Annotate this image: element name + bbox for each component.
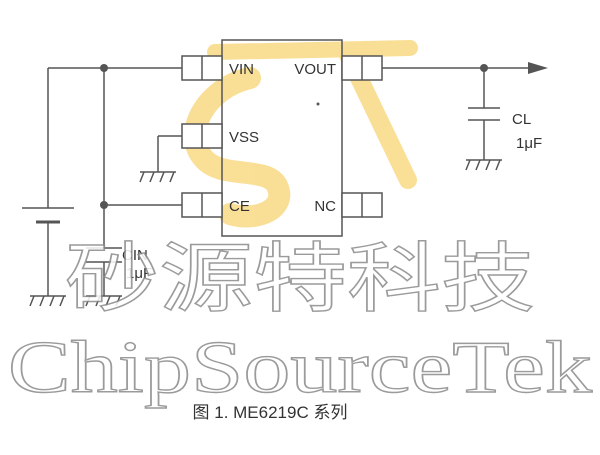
ground-icon [139, 171, 176, 183]
pin-labels: VIN VSS CE VOUT NC [229, 61, 336, 215]
output-arrow-icon [528, 62, 548, 74]
pin1-marker [316, 102, 320, 106]
pin-label-vss: VSS [229, 129, 259, 146]
capacitor-labels: CIN 1μF CL 1μF [122, 111, 542, 282]
ground-icon [465, 159, 502, 171]
cap-in-value: 1μF [126, 265, 152, 282]
pin-label-vin: VIN [229, 61, 254, 78]
ground-symbols [29, 159, 502, 307]
cap-load-value: 1μF [516, 135, 542, 152]
ic-pins [181, 55, 383, 218]
pin-label-vout: VOUT [294, 61, 336, 78]
watermark-cn: 砂源特科技 [65, 234, 535, 323]
ground-icon [85, 295, 122, 307]
pin-label-nc: NC [314, 198, 336, 215]
watermark-en: ChipSourceTek [8, 327, 592, 409]
junction-dot [100, 64, 108, 72]
cap-in-name: CIN [122, 247, 148, 264]
junction-dot [100, 201, 108, 209]
junction-dots [100, 64, 488, 209]
capacitor-cl [468, 107, 500, 121]
junction-dot [480, 64, 488, 72]
pin-label-ce: CE [229, 198, 250, 215]
capacitor-cin [86, 247, 122, 263]
battery-symbol [22, 207, 74, 224]
cap-load-name: CL [512, 111, 531, 128]
wires [47, 67, 530, 296]
figure-caption: 图 1. ME6219C 系列 [193, 403, 348, 422]
ground-icon [29, 295, 66, 307]
